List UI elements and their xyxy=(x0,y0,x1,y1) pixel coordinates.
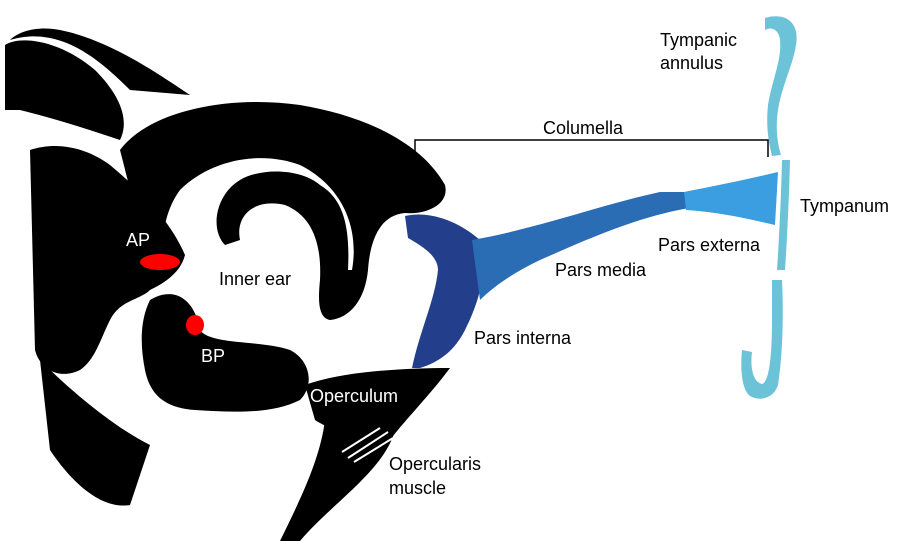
amphibian-papilla xyxy=(140,254,180,270)
pars-interna xyxy=(405,214,483,368)
columella-bracket xyxy=(415,140,768,157)
tympanic-annulus-upper xyxy=(765,16,797,156)
tympanic-annulus-middle xyxy=(777,160,790,270)
opercularis-muscle-label-line2: muscle xyxy=(389,477,446,499)
pars-media-label: Pars media xyxy=(555,259,646,281)
tympanic-annulus-lower xyxy=(741,280,783,399)
ap-label: AP xyxy=(126,229,150,251)
pars-externa xyxy=(684,172,778,225)
opercularis-muscle-label-line1: Opercularis xyxy=(389,453,481,475)
columella-label: Columella xyxy=(543,117,623,139)
tympanic-annulus-label-line2: annulus xyxy=(660,52,723,74)
tympanic-annulus-label-line1: Tympanic xyxy=(660,29,737,51)
operculum-label: Operculum xyxy=(310,385,398,407)
pars-externa-label: Pars externa xyxy=(658,234,760,256)
pars-interna-label: Pars interna xyxy=(474,327,571,349)
tympanum-label: Tympanum xyxy=(800,195,889,217)
bp-label: BP xyxy=(201,345,225,367)
basilar-papilla xyxy=(186,315,204,335)
inner-ear-label: Inner ear xyxy=(219,268,291,290)
central-skull-mass xyxy=(142,294,309,412)
